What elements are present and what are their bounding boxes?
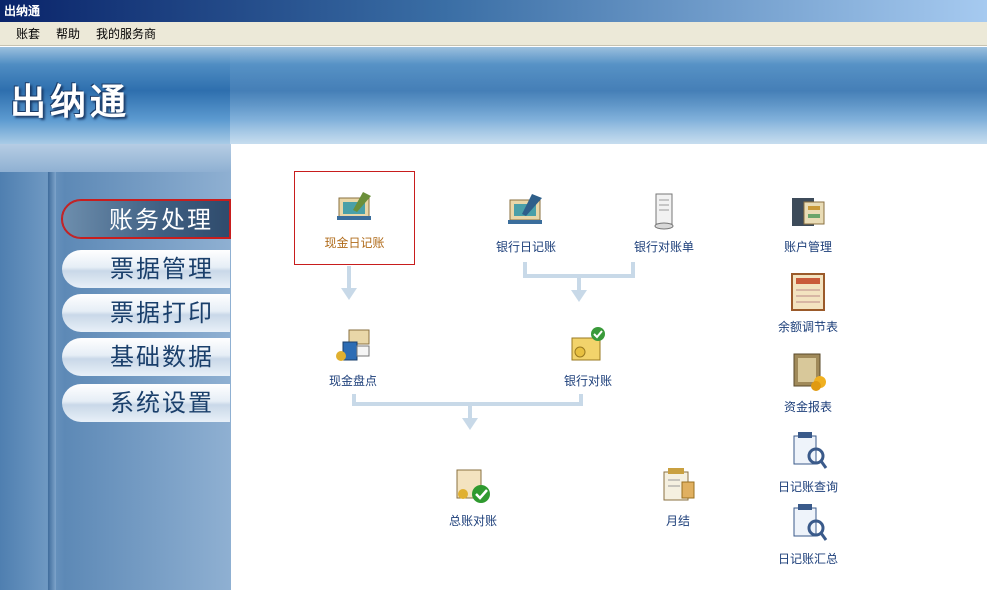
tile-journal-query[interactable]: 日记账查询 xyxy=(758,430,858,495)
menu-bar: 账套 帮助 我的服务商 xyxy=(0,22,987,46)
tile-bank-reconciliation[interactable]: 银行对账 xyxy=(538,324,638,389)
tile-label: 日记账查询 xyxy=(777,480,838,494)
nav-item-bill-management[interactable]: 票据管理 xyxy=(62,250,230,288)
nav-item-accounting[interactable]: 账务处理 xyxy=(61,199,231,239)
menu-item-help[interactable]: 帮助 xyxy=(56,27,81,41)
tile-label: 银行对账单 xyxy=(633,240,694,254)
connector-bank-journal-down xyxy=(523,262,527,278)
tile-label: 银行日记账 xyxy=(495,240,556,254)
nav-item-basic-data[interactable]: 基础数据 xyxy=(62,338,230,376)
arrow-cash-down xyxy=(341,288,357,300)
tile-journal-summary[interactable]: 日记账汇总 xyxy=(758,502,858,567)
nav-item-system-settings[interactable]: 系统设置 xyxy=(62,384,230,422)
connector-bank-merge-down xyxy=(577,274,581,290)
tile-account-management[interactable]: 账户管理 xyxy=(758,190,858,255)
left-panel-rail xyxy=(48,172,56,590)
bank-reconciliation-icon xyxy=(566,324,610,368)
tile-label: 余额调节表 xyxy=(777,320,838,334)
month-end-icon xyxy=(656,464,700,508)
tile-cash-count[interactable]: 现金盘点 xyxy=(303,324,403,389)
tile-fund-report[interactable]: 资金报表 xyxy=(758,350,858,415)
tile-cash-journal[interactable]: 现金日记账 xyxy=(294,171,415,265)
tile-label: 现金盘点 xyxy=(328,374,377,388)
main-content: 现金日记账 银行日记账 银行对账单 账户管理 余额调节表 现金盘点 xyxy=(231,144,987,590)
journal-summary-icon xyxy=(786,502,830,546)
connector-bank-reconcile-down xyxy=(579,394,583,406)
left-nav-panel: 账务处理 票据管理 票据打印 基础数据 系统设置 xyxy=(0,144,231,590)
tile-month-end[interactable]: 月结 xyxy=(628,464,728,529)
bank-statement-icon xyxy=(642,190,686,234)
ledger-reconciliation-icon xyxy=(451,464,495,508)
connector-cash-down xyxy=(347,266,351,288)
tile-label: 账户管理 xyxy=(783,240,832,254)
connector-reconcile-join xyxy=(352,402,583,406)
tile-label: 现金日记账 xyxy=(324,235,385,250)
arrow-ledger-down xyxy=(462,418,478,430)
connector-reconcile-merge-down xyxy=(468,402,472,418)
menu-item-my-provider[interactable]: 我的服务商 xyxy=(96,27,157,41)
nav-item-bill-printing[interactable]: 票据打印 xyxy=(62,294,230,332)
tile-bank-journal[interactable]: 银行日记账 xyxy=(471,190,581,255)
tile-label: 总账对账 xyxy=(448,514,497,528)
left-panel-top-strip xyxy=(0,144,231,172)
balance-adjustment-icon xyxy=(786,270,830,314)
bank-journal-icon xyxy=(504,190,548,234)
window-title-bar: 出纳通 xyxy=(0,0,987,22)
tile-label: 月结 xyxy=(665,514,690,528)
tile-label: 银行对账 xyxy=(563,374,612,388)
app-title: 出纳通 xyxy=(10,82,131,123)
cash-journal-icon xyxy=(333,186,377,230)
cash-count-icon xyxy=(331,324,375,368)
menu-item-account-set[interactable]: 账套 xyxy=(16,27,41,41)
header-banner: 出纳通 xyxy=(0,47,987,144)
tile-label: 日记账汇总 xyxy=(777,552,838,566)
window-title: 出纳通 xyxy=(4,4,41,18)
arrow-bank-down xyxy=(571,290,587,302)
tile-balance-adjustment[interactable]: 余额调节表 xyxy=(758,270,858,335)
account-management-icon xyxy=(786,190,830,234)
journal-query-icon xyxy=(786,430,830,474)
tile-ledger-reconciliation[interactable]: 总账对账 xyxy=(423,464,523,529)
connector-cash-count-down xyxy=(352,394,356,406)
fund-report-icon xyxy=(786,350,830,394)
connector-bank-statement-down xyxy=(631,262,635,278)
tile-bank-statement[interactable]: 银行对账单 xyxy=(609,190,719,255)
tile-label: 资金报表 xyxy=(783,400,832,414)
